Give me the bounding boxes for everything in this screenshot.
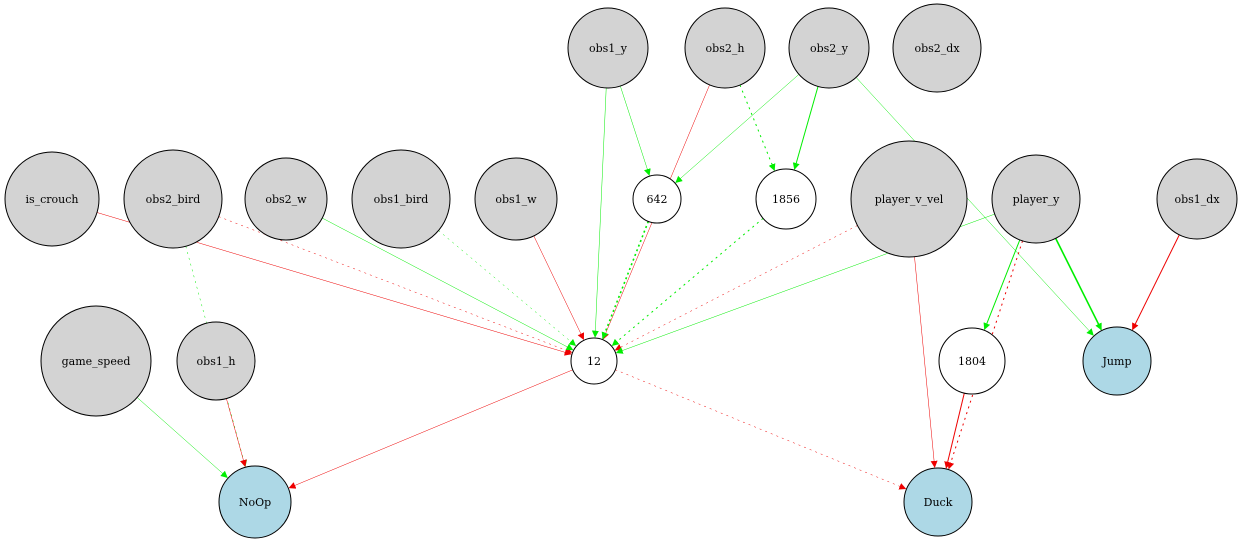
node-label-obs2_w: obs2_w	[265, 193, 307, 206]
node-circle-obs1_h	[176, 321, 256, 401]
node-n1804: 1804	[938, 327, 1006, 395]
node-circle-n1804	[938, 327, 1006, 395]
node-n1856: 1856	[755, 168, 817, 230]
edge-obs2_h-to-n1856	[739, 84, 776, 171]
edge-obs1_bird-to-n12	[438, 230, 577, 347]
edge-player_y-to-Jump	[1054, 238, 1103, 331]
node-label-n1804: 1804	[958, 355, 986, 368]
node-n642: 642	[632, 174, 682, 224]
node-circle-obs2_h	[684, 7, 766, 89]
node-obs1_h: obs1_h	[176, 321, 256, 401]
node-circle-obs1_y	[567, 7, 649, 89]
node-circle-obs2_y	[788, 7, 870, 89]
node-label-game_speed: game_speed	[62, 355, 131, 368]
node-circle-obs1_bird	[351, 149, 451, 249]
edge-obs1_y-to-n12	[591, 87, 607, 338]
node-label-Jump: Jump	[1102, 355, 1132, 368]
edge-player_y-to-Duck	[947, 240, 1023, 470]
node-label-is_crouch: is_crouch	[25, 193, 78, 206]
node-Duck: Duck	[903, 467, 973, 537]
node-label-NoOp: NoOp	[239, 496, 271, 509]
node-circle-is_crouch	[4, 151, 100, 247]
node-label-obs1_dx: obs1_dx	[1174, 193, 1220, 206]
edge-player_v_vel-to-Duck	[914, 256, 938, 468]
node-circle-n12	[570, 337, 618, 385]
edge-obs2_y-to-Jump	[855, 77, 1094, 336]
node-label-obs1_h: obs1_h	[197, 355, 236, 368]
node-n12: 12	[570, 337, 618, 385]
nodes-layer: obs1_y obs2_h obs2_y obs2_dx is_crouch obs2_b…	[4, 3, 1238, 539]
node-circle-n642	[632, 174, 682, 224]
node-label-obs1_w: obs1_w	[495, 193, 537, 206]
edge-n1804-to-Duck	[944, 392, 965, 469]
node-circle-obs2_bird	[123, 149, 223, 249]
node-label-n1856: 1856	[772, 193, 800, 206]
node-obs1_bird: obs1_bird	[351, 149, 451, 249]
edge-obs2_y-to-n642	[675, 74, 800, 183]
edge-obs1_dx-to-Jump	[1132, 234, 1180, 331]
node-Jump: Jump	[1082, 326, 1152, 396]
node-circle-obs1_dx	[1156, 158, 1238, 240]
edge-player_y-to-n1804	[983, 239, 1021, 331]
node-label-obs2_h: obs2_h	[706, 42, 745, 55]
edge-game_speed-to-NoOp	[137, 397, 228, 478]
edge-n12-to-NoOp	[288, 369, 573, 489]
edge-n642-to-n12	[601, 221, 650, 340]
node-circle-Duck	[903, 467, 973, 537]
node-circle-obs2_w	[244, 157, 328, 241]
node-label-n642: 642	[647, 193, 668, 206]
node-obs2_w: obs2_w	[244, 157, 328, 241]
node-obs2_bird: obs2_bird	[123, 149, 223, 249]
node-player_y: player_y	[991, 154, 1081, 244]
node-circle-game_speed	[40, 305, 152, 417]
node-label-player_y: player_y	[1013, 193, 1061, 206]
node-obs2_dx: obs2_dx	[892, 3, 982, 93]
node-label-Duck: Duck	[924, 496, 953, 509]
node-game_speed: game_speed	[40, 305, 152, 417]
node-label-obs1_bird: obs1_bird	[374, 193, 429, 206]
node-obs1_dx: obs1_dx	[1156, 158, 1238, 240]
node-circle-player_y	[991, 154, 1081, 244]
node-is_crouch: is_crouch	[4, 151, 100, 247]
node-obs1_y: obs1_y	[567, 7, 649, 89]
node-obs1_w: obs1_w	[474, 157, 558, 241]
node-circle-n1856	[755, 168, 817, 230]
node-circle-obs1_w	[474, 157, 558, 241]
node-circle-NoOp	[218, 465, 292, 539]
node-label-obs1_y: obs1_y	[589, 42, 628, 55]
edge-player_v_vel-to-n12	[614, 225, 858, 351]
node-label-player_v_vel: player_v_vel	[875, 193, 944, 206]
node-circle-player_v_vel	[850, 140, 968, 258]
node-NoOp: NoOp	[218, 465, 292, 539]
edge-obs1_y-to-n642	[620, 85, 651, 176]
node-label-obs2_dx: obs2_dx	[914, 42, 960, 55]
edge-obs2_bird-to-NoOp	[185, 246, 248, 467]
node-circle-Jump	[1082, 326, 1152, 396]
edge-obs1_w-to-n12	[533, 235, 585, 341]
node-label-obs2_bird: obs2_bird	[146, 193, 201, 206]
node-label-n12: 12	[587, 355, 601, 368]
edges-layer	[96, 74, 1180, 490]
node-circle-obs2_dx	[892, 3, 982, 93]
node-label-obs2_y: obs2_y	[810, 42, 849, 55]
edge-obs2_w-to-n12	[322, 217, 574, 351]
edge-n12-to-Duck	[615, 369, 907, 490]
edge-obs2_y-to-n1856	[792, 86, 819, 170]
edge-obs1_h-to-NoOp	[226, 398, 247, 467]
node-obs2_h: obs2_h	[684, 7, 766, 89]
node-player_v_vel: player_v_vel	[850, 140, 968, 258]
node-obs2_y: obs2_y	[788, 7, 870, 89]
